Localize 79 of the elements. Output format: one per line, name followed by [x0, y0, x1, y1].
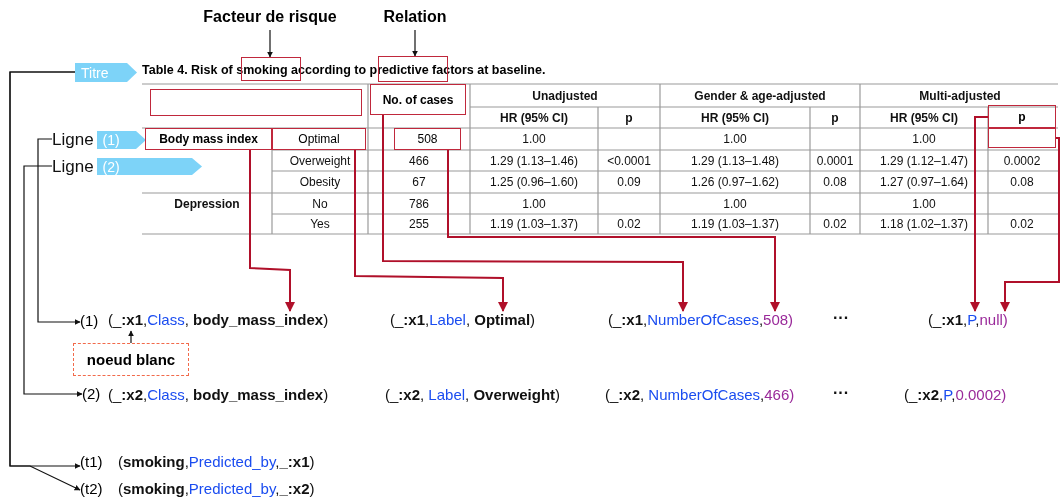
annotation-heading: Facteur de risque — [200, 8, 340, 30]
rdf-triple: (_:x2, NumberOfCases,466) — [605, 386, 823, 406]
highlighted-cell: Body mass index — [145, 128, 272, 150]
table-cell-text: 1.00 — [912, 197, 936, 211]
table-cell-text: 1.18 (1.02–1.37) — [879, 217, 969, 231]
table-cell-text: 1.19 (1.03–1.37) — [690, 217, 780, 231]
highlighted-cell: 508 — [394, 128, 461, 150]
table-cell-text: Overweight — [289, 154, 351, 168]
table-cell-text: 1.00 — [723, 132, 747, 146]
highlight-box — [150, 89, 362, 116]
arrow — [354, 149, 508, 312]
annotation-heading: Relation — [380, 8, 450, 30]
arrow — [267, 29, 273, 58]
table-cell-text: 1.29 (1.13–1.46) — [489, 154, 579, 168]
table-cell-text: 0.08 — [1010, 175, 1034, 189]
highlighted-cell: No. of cases — [370, 84, 466, 115]
table-cell-text: 1.00 — [912, 132, 936, 146]
column-header: Gender & age-adjusted — [694, 89, 826, 103]
table-cell-text: 1.19 (1.03–1.37) — [489, 217, 579, 231]
highlight-box — [988, 128, 1056, 148]
highlighted-cell: Optimal — [272, 128, 366, 150]
rdf-triple: (_:x1,NumberOfCases,508) — [608, 311, 820, 331]
column-header: p — [831, 111, 839, 125]
column-header: HR (95% CI) — [500, 111, 568, 125]
table-cell-text: 67 — [412, 175, 426, 189]
table-cell-text: 1.29 (1.12–1.47) — [879, 154, 969, 168]
arrow — [128, 330, 134, 344]
table-cell-text: Yes — [310, 217, 330, 231]
row-number: (t2) — [80, 480, 110, 499]
table-cell-text: 0.08 — [823, 175, 847, 189]
column-header: HR (95% CI) — [701, 111, 769, 125]
ellipsis: ··· — [833, 309, 849, 327]
table-cell-text: 1.00 — [723, 197, 747, 211]
table-cell-text: 0.0001 — [816, 154, 854, 168]
table-cell-text: 0.09 — [617, 175, 641, 189]
column-header: HR (95% CI) — [890, 111, 958, 125]
table-cell-text: 0.02 — [823, 217, 847, 231]
table-cell-text: 0.0002 — [1003, 154, 1041, 168]
ellipsis: ··· — [833, 384, 849, 402]
rdf-triple: (_:x1,P,null) — [928, 311, 1023, 331]
table-cell-text: Obesity — [299, 175, 341, 189]
arrow — [37, 138, 81, 325]
rdf-triple: (_:x1,Class, body_mass_index) — [108, 311, 360, 331]
table-cell-text: 1.29 (1.13–1.48) — [690, 154, 780, 168]
table-cell-text: 466 — [409, 154, 429, 168]
table-cell-text: No — [312, 197, 328, 211]
rdf-triple: (_:x2,P,0.0002) — [904, 386, 1024, 406]
table-cell-text: 1.27 (0.97–1.64) — [879, 175, 969, 189]
row-number: (1) — [80, 312, 102, 332]
arrow — [23, 165, 83, 397]
rdf-triple: (_:x2, Label, Overweight) — [385, 386, 585, 406]
highlighted-cell: p — [988, 105, 1056, 128]
rdf-triple: (_:x2,Class, body_mass_index) — [108, 386, 360, 406]
column-header: Multi-adjusted — [919, 89, 1001, 103]
column-header: Unadjusted — [532, 89, 598, 103]
rdf-triple: (_:x1,Label, Optimal) — [390, 311, 560, 331]
table-cell-text: 786 — [409, 197, 429, 211]
table-cell-text: 1.00 — [522, 197, 546, 211]
table-cell-text: 1.00 — [522, 132, 546, 146]
row-number: (2) — [82, 385, 104, 405]
table-cell-text: 0.02 — [617, 217, 641, 231]
arrow — [382, 114, 688, 312]
arrow — [447, 149, 780, 312]
table-cell-text: 255 — [409, 217, 429, 231]
rdf-triple: (smoking,Predicted_by,_:x1) — [118, 453, 348, 473]
arrow — [970, 116, 989, 312]
table-cell-text: Depression — [174, 197, 240, 211]
arrow-tag: Titre — [75, 63, 137, 82]
table-cell-text: 1.26 (0.97–1.62) — [690, 175, 780, 189]
arrow — [1000, 137, 1060, 312]
rdf-triple: (smoking,Predicted_by,_:x2) — [118, 480, 348, 499]
column-header: p — [625, 111, 633, 125]
row-number: (t1) — [80, 453, 110, 473]
table-cell-text: 0.02 — [1010, 217, 1034, 231]
arrow — [412, 29, 418, 57]
table-cell-text: <0.0001 — [607, 154, 651, 168]
arrow — [249, 149, 295, 312]
table-cell-text: 1.25 (0.96–1.60) — [489, 175, 579, 189]
dashed-note-box: noeud blanc — [73, 343, 189, 376]
